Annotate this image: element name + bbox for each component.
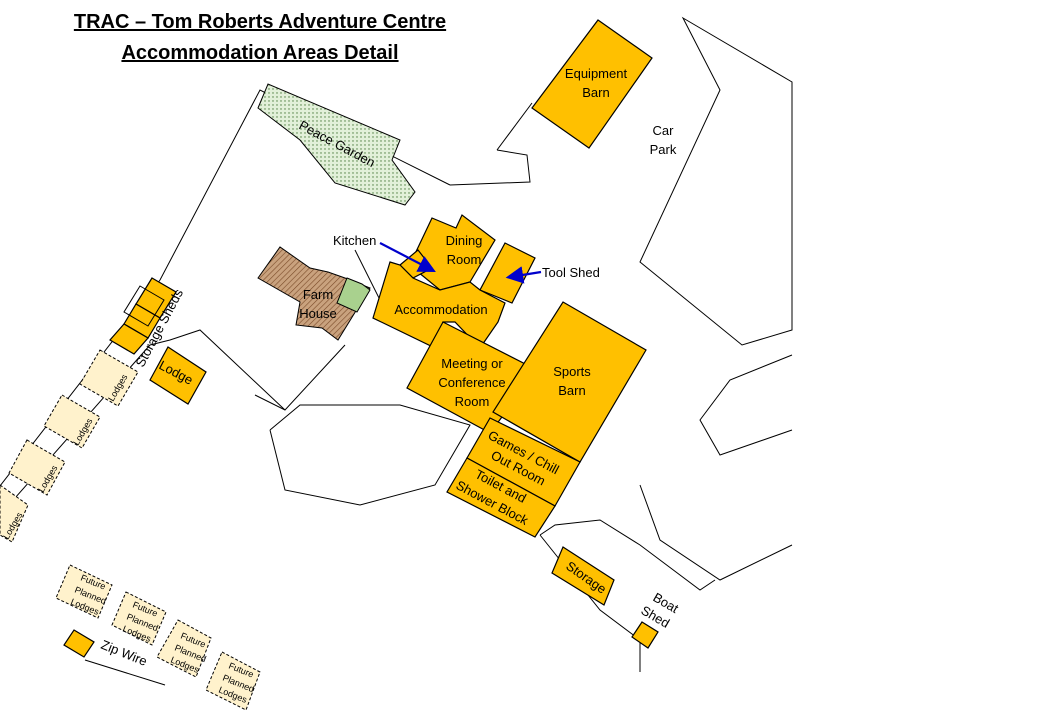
- zip-wire[interactable]: [63, 629, 95, 658]
- meeting-room-label-1: Meeting or: [441, 356, 503, 371]
- storage[interactable]: [551, 546, 615, 606]
- farm-house-label-2: House: [299, 306, 337, 321]
- meeting-room-label-3: Room: [455, 394, 490, 409]
- farm-house-annex[interactable]: [336, 277, 371, 313]
- dining-room-label-2: Room: [447, 252, 482, 267]
- tool-shed-arrow: [505, 266, 542, 284]
- sports-barn-label-1: Sports: [553, 364, 591, 379]
- peace-garden[interactable]: [257, 83, 416, 206]
- dining-room-label-1: Dining: [446, 233, 483, 248]
- equipment-barn-label-2: Barn: [582, 85, 609, 100]
- sports-barn-label-2: Barn: [558, 383, 585, 398]
- future-lodges[interactable]: [55, 564, 261, 711]
- kitchen-label: Kitchen: [333, 233, 376, 248]
- meeting-room-label-2: Conference: [438, 375, 505, 390]
- toilet-block[interactable]: [446, 457, 556, 538]
- equipment-barn-label-1: Equipment: [565, 66, 628, 81]
- page-title: TRAC – Tom Roberts Adventure Centre: [73, 11, 447, 33]
- car-park-label-2: Park: [650, 142, 677, 157]
- car-park-label-1: Car: [653, 123, 675, 138]
- zip-wire-label: Zip Wire: [99, 637, 149, 669]
- accommodation-label: Accommodation: [394, 302, 487, 317]
- page-subtitle: Accommodation Areas Detail: [121, 42, 399, 64]
- site-boundary: [0, 16, 793, 686]
- boat-shed[interactable]: [631, 621, 659, 649]
- farm-house-label-1: Farm: [303, 287, 333, 302]
- lodge[interactable]: [149, 346, 207, 405]
- tool-shed-label: Tool Shed: [542, 265, 600, 280]
- equipment-barn[interactable]: [531, 19, 653, 149]
- farm-house[interactable]: [257, 246, 371, 341]
- lodges-existing[interactable]: [0, 349, 139, 543]
- storage-sheds[interactable]: [109, 277, 177, 355]
- kitchen-arrow: [379, 242, 436, 273]
